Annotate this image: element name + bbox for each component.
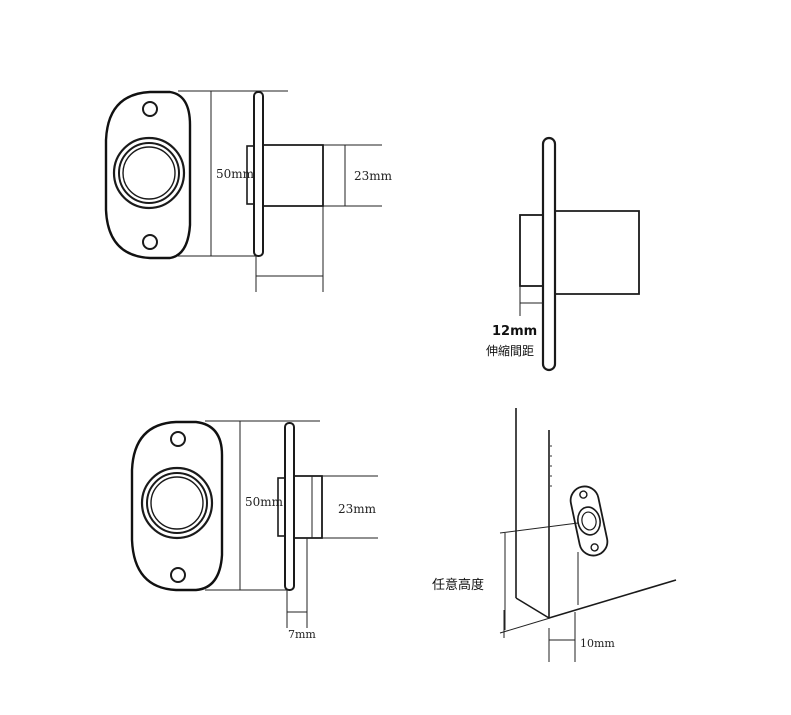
bottom-left-screw-hole-top (170, 431, 186, 447)
right-side-plate (541, 136, 557, 372)
install-lock-screw-top (579, 490, 588, 499)
install-floor-back-line (499, 617, 551, 634)
bottom-left-screw-hole-bottom (170, 567, 186, 583)
top-left-lock-view: 50mm 23mm (104, 90, 393, 292)
bottom-left-side-cylinder-body (294, 475, 323, 539)
top-left-height-label: 50mm (216, 167, 255, 181)
bottom-left-cylinder-outer-ring (140, 466, 214, 540)
bottom-left-lock-view: 50mm 23mm 7mm (130, 420, 378, 641)
right-side-cylinder-body (555, 210, 640, 295)
install-lock-faceplate (569, 485, 609, 557)
install-height-ref-upper (499, 522, 579, 534)
bottom-left-cylinder-label: 23mm (338, 502, 377, 516)
right-side-spring-block (519, 214, 544, 287)
top-left-side-spring-block (246, 145, 255, 205)
install-lock-screw-bottom (590, 543, 599, 552)
install-height-caption: 任意高度 (432, 577, 484, 593)
top-left-screw-hole-top (142, 101, 158, 117)
install-mounted-lock (569, 485, 609, 557)
bottom-left-side-spring-block (277, 477, 286, 537)
bottom-left-cylinder-inner-ring (150, 476, 204, 530)
install-panel-bottom-edge (515, 597, 550, 619)
top-left-side-cylinder-body (263, 144, 324, 207)
bottom-left-height-label: 50mm (245, 495, 284, 509)
bottom-left-faceplate-oval (130, 420, 224, 592)
top-left-cylinder-outer-ring (112, 136, 186, 210)
top-left-side-plate (253, 91, 264, 257)
install-lock-cylinder-inner (581, 511, 597, 531)
right-side-gap-value: 12mm (492, 324, 537, 339)
bottom-left-side-plate (284, 422, 295, 591)
install-perspective-view: 任意高度 10mm (432, 408, 677, 662)
bottom-left-depth-label: 7mm (288, 628, 316, 641)
right-side-gap-caption: 伸縮間距 (486, 343, 534, 358)
bottom-left-cylinder-mid-ring (146, 472, 208, 534)
top-left-cylinder-label: 23mm (354, 169, 393, 183)
top-left-cylinder-mid-ring (118, 142, 180, 204)
top-left-faceplate-oval (104, 90, 192, 260)
top-left-screw-hole-bottom (142, 234, 158, 250)
top-left-cylinder-inner-ring (122, 146, 176, 200)
right-side-lock-view: 12mm 伸縮間距 (486, 136, 640, 372)
install-floor-line (548, 579, 677, 619)
install-lock-cylinder-outer (577, 506, 601, 536)
install-offset-label: 10mm (580, 637, 615, 650)
